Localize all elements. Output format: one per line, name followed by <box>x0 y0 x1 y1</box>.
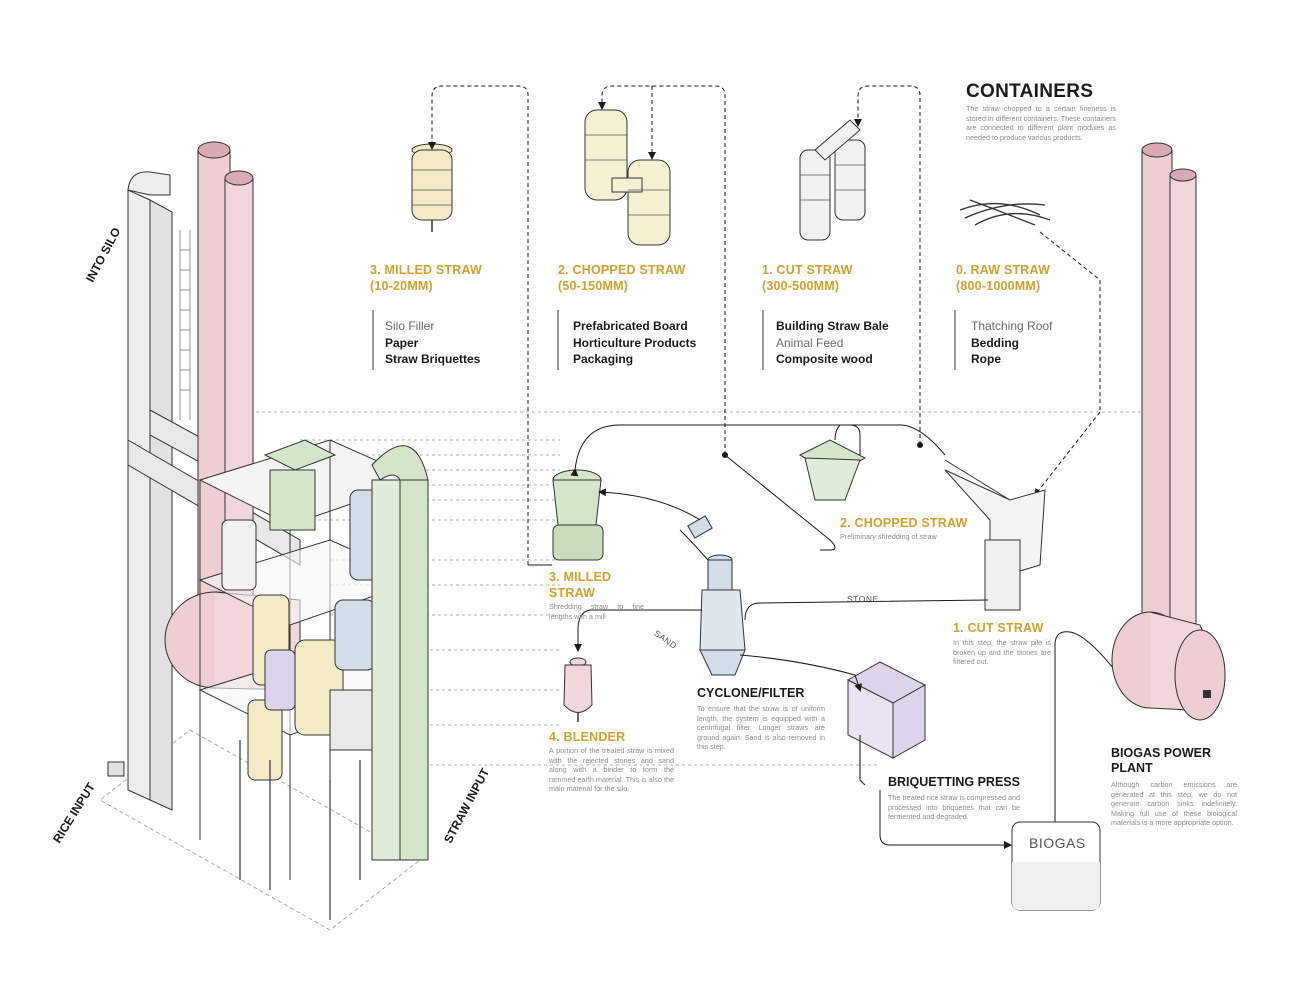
process-label: 1. CUT STRAW <box>953 621 1044 635</box>
process-blender: 4. BLENDER A portion of the treated stra… <box>549 729 674 794</box>
briquetting-press-icon <box>846 661 927 786</box>
grade-use: Rope <box>971 352 1001 366</box>
grade-milled: 3. MILLED STRAW (10-20MM) Silo Filler Pa… <box>370 262 482 368</box>
process-desc: Shredding straw to fine lengths with a m… <box>549 602 644 621</box>
process-label: 4. BLENDER <box>549 730 626 744</box>
grade-label: 0. RAW STRAW <box>956 263 1051 277</box>
process-cut: 1. CUT STRAW In this step, the straw pil… <box>953 620 1051 667</box>
container-cut-icon <box>799 119 866 241</box>
mill-machine-icon <box>552 469 604 561</box>
grade-label: 2. CHOPPED STRAW <box>558 263 686 277</box>
grade-size: (10-20MM) <box>370 279 433 293</box>
flow-label-stone: STONE <box>847 594 879 604</box>
biogas-tank-icon <box>1011 821 1101 911</box>
process-label: 3. MILLED STRAW <box>549 570 612 600</box>
grade-use: Thatching Roof <box>971 319 1053 333</box>
process-desc: The treated rice straw is compressed and… <box>888 793 1020 822</box>
container-milled-icon <box>411 143 453 232</box>
grade-use: Silo Filler <box>385 319 435 333</box>
process-cyclone: CYCLONE/FILTER To ensure that the straw … <box>697 686 825 752</box>
grade-raw: 0. RAW STRAW (800-1000MM) Thatching Roof… <box>956 262 1052 368</box>
containers-title: CONTAINERS <box>966 81 1094 102</box>
grade-label: 1. CUT STRAW <box>762 263 853 277</box>
process-milled: 3. MILLED STRAW Shredding straw to fine … <box>549 569 644 621</box>
biogas-tank-label: BIOGAS <box>1029 835 1086 851</box>
cyclone-filter-icon <box>687 515 746 676</box>
grade-use: Animal Feed <box>776 335 844 350</box>
shredder-machine-icon <box>798 439 867 501</box>
junction-dot <box>917 442 923 448</box>
grade-size: (50-150MM) <box>558 279 629 293</box>
process-desc: Although carbon emissions are generated … <box>1111 780 1237 828</box>
biogas-plant-icon <box>1111 142 1226 721</box>
process-flow-lines <box>528 424 1132 849</box>
process-desc: Preliminary shredding of straw <box>840 532 937 541</box>
grade-use: Building Straw Bale <box>776 319 889 333</box>
grade-use: Horticulture Products <box>573 335 697 350</box>
junction-dot <box>722 452 728 458</box>
process-briquetting: BRIQUETTING PRESS The treated rice straw… <box>888 775 1020 822</box>
process-desc: In this step, the straw pile is broken u… <box>953 638 1051 667</box>
containers-description: The straw chopped to a certain fineness … <box>966 104 1116 142</box>
grade-size: (800-1000MM) <box>956 279 1041 293</box>
process-label: BRIQUETTING PRESS <box>888 775 1020 789</box>
grade-use: Paper <box>385 335 419 350</box>
silo-tower <box>99 141 429 931</box>
process-chopped: 2. CHOPPED STRAW Preliminary shredding o… <box>840 515 970 542</box>
container-chopped-icon <box>584 109 671 246</box>
container-connectors <box>372 85 1101 565</box>
process-biogas-plant: BIOGAS POWER PLANT Although carbon emiss… <box>1111 746 1253 828</box>
grade-size: (300-500MM) <box>762 279 840 293</box>
grade-cut: 1. CUT STRAW (300-500MM) Building Straw … <box>762 262 889 368</box>
process-label: CYCLONE/FILTER <box>697 686 805 700</box>
stone-separator-icon <box>944 459 1046 611</box>
raw-straw-icon <box>959 199 1051 226</box>
process-desc: A portion of the treated straw is mixed … <box>549 746 674 794</box>
grade-use: Composite wood <box>776 352 873 366</box>
grade-label: 3. MILLED STRAW <box>370 263 483 277</box>
process-desc: To ensure that the straw is of uniform l… <box>697 704 825 752</box>
grade-use: Packaging <box>573 352 634 366</box>
grade-use: Bedding <box>971 335 1019 350</box>
process-label: BIOGAS POWER PLANT <box>1111 746 1212 775</box>
grade-use: Straw Briquettes <box>385 352 481 366</box>
grade-use: Prefabricated Board <box>573 319 688 333</box>
grade-chopped: 2. CHOPPED STRAW (50-150MM) Prefabricate… <box>558 262 696 368</box>
process-label: 2. CHOPPED STRAW <box>840 516 968 530</box>
blender-icon <box>563 657 593 722</box>
